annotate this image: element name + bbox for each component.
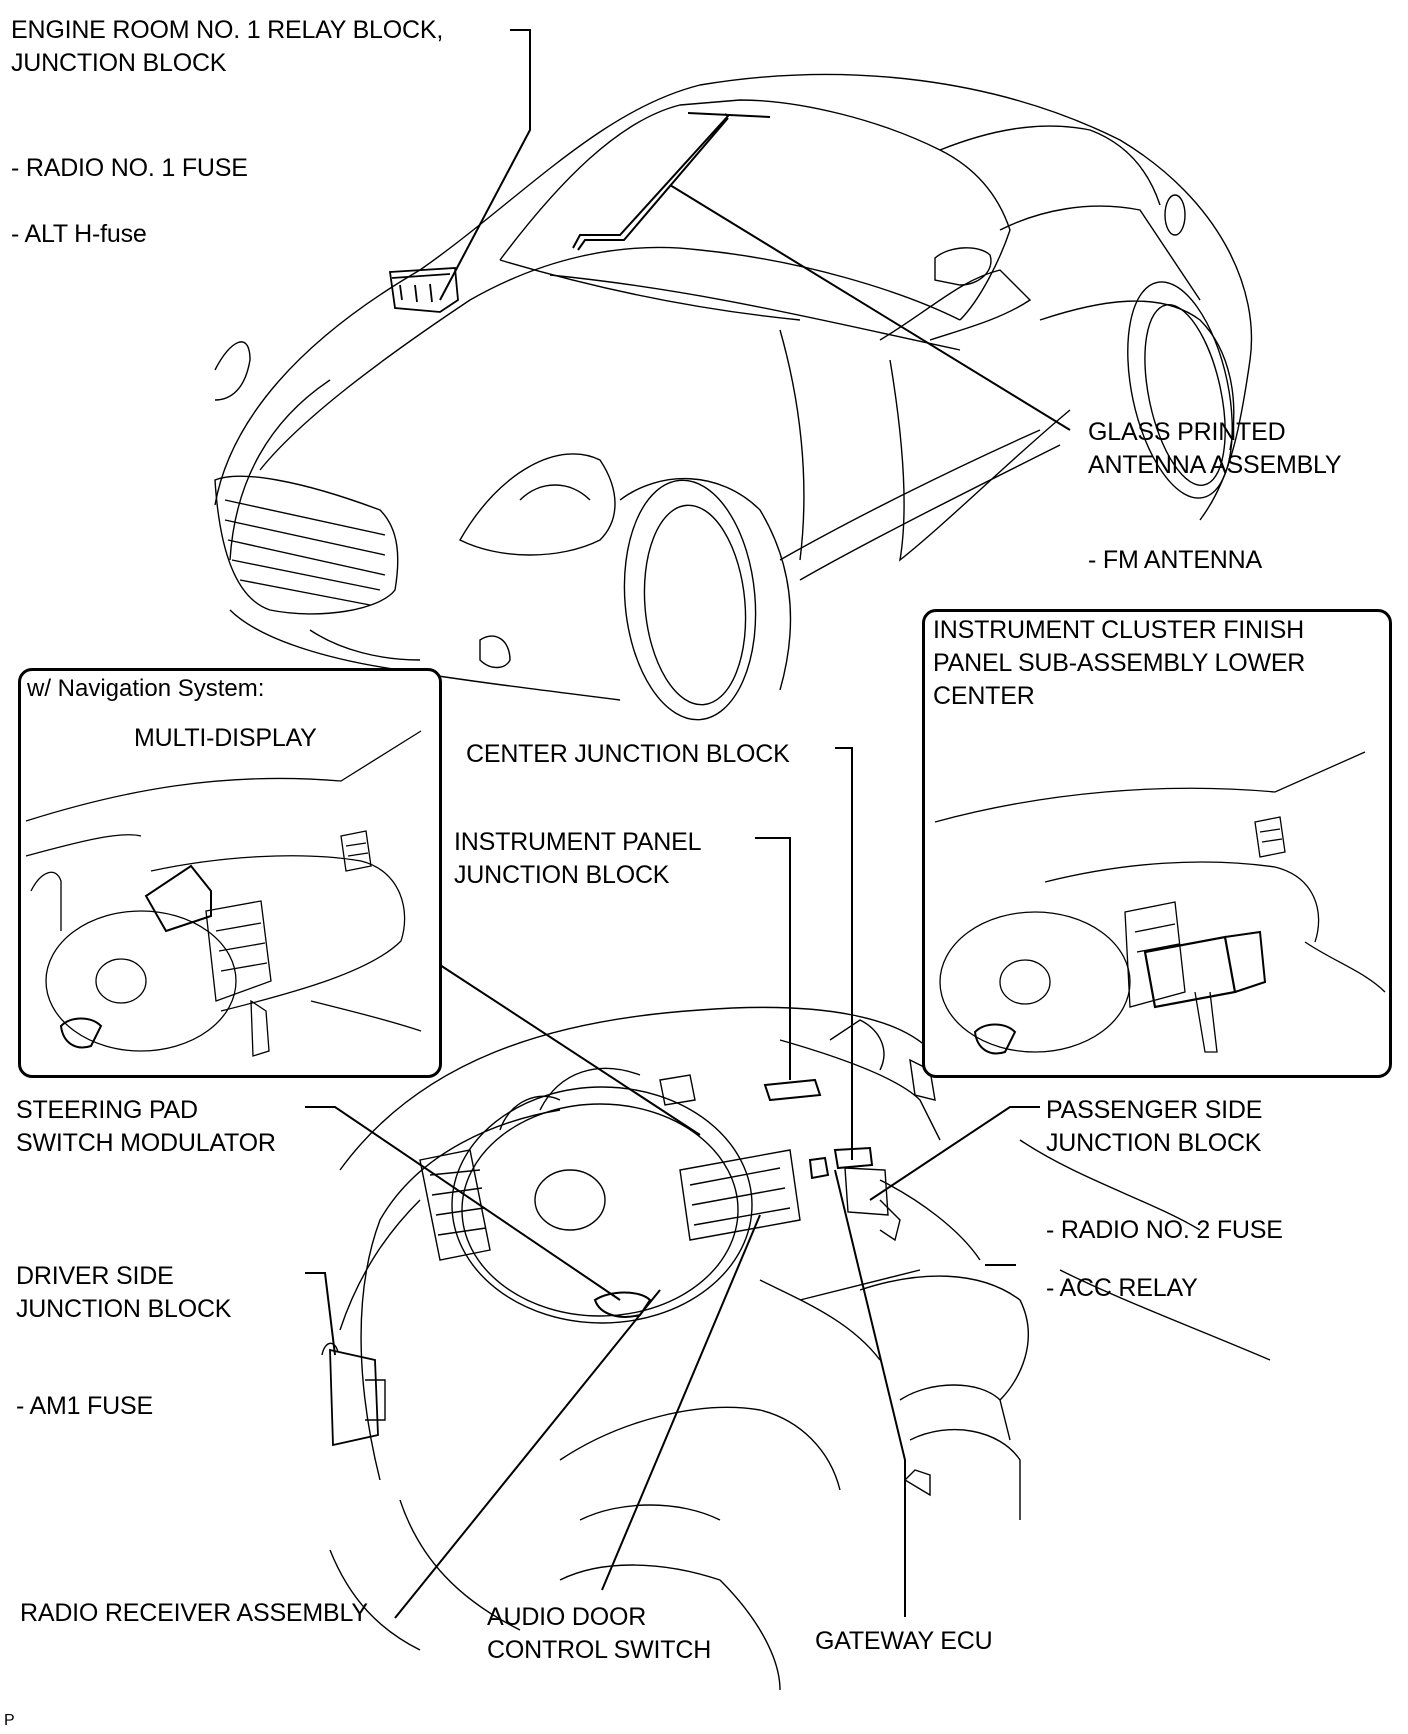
label-engine-room-relay-block: ENGINE ROOM NO. 1 RELAY BLOCK, JUNCTION … [11, 16, 444, 77]
label-gateway-ecu: GATEWAY ECU [815, 1627, 993, 1655]
label-multi-display: MULTI-DISPLAY [134, 724, 317, 752]
label-radio-receiver-assembly: RADIO RECEIVER ASSEMBLY [20, 1599, 368, 1627]
inset-nav-dashboard-drawing [25, 730, 422, 1057]
label-passenger-side-junction-block: PASSENGER SIDE JUNCTION BLOCK [1046, 1096, 1263, 1157]
label-audio-door-control-switch: AUDIO DOOR CONTROL SWITCH [487, 1603, 712, 1664]
inset-navigation-system: w/ Navigation System: MULTI-DISPLAY [18, 668, 442, 1078]
label-instrument-cluster-finish-panel: INSTRUMENT CLUSTER FINISH PANEL SUB-ASSE… [933, 616, 1306, 710]
label-fm-antenna: - FM ANTENNA [1088, 546, 1262, 574]
car-exterior-drawing [214, 73, 1253, 721]
inset-instrument-cluster-panel: INSTRUMENT CLUSTER FINISH PANEL SUB-ASSE… [922, 609, 1392, 1078]
inset-navigation-title: w/ Navigation System: [27, 675, 265, 702]
label-acc-relay: - ACC RELAY [1046, 1274, 1198, 1302]
illustration-code: P [4, 1712, 15, 1729]
label-instrument-panel-junction-block: INSTRUMENT PANEL JUNCTION BLOCK [454, 828, 702, 889]
label-steering-pad-switch-modulator: STEERING PAD SWITCH MODULATOR [16, 1096, 276, 1157]
label-center-junction-block: CENTER JUNCTION BLOCK [466, 740, 790, 768]
label-am1-fuse: - AM1 FUSE [16, 1392, 153, 1420]
label-glass-printed-antenna: GLASS PRINTED ANTENNA ASSEMBLY [1088, 418, 1342, 479]
antenna-trace [572, 112, 771, 251]
label-radio-no1-fuse: - RADIO NO. 1 FUSE [11, 154, 248, 182]
engine-relay-block-shape [388, 267, 459, 313]
label-alt-h-fuse: - ALT H-fuse [11, 220, 147, 248]
inset-cluster-dashboard-drawing [934, 751, 1386, 1055]
leader-lines [124, 29, 1373, 1619]
label-radio-no2-fuse: - RADIO NO. 2 FUSE [1046, 1216, 1283, 1244]
label-driver-side-junction-block: DRIVER SIDE JUNCTION BLOCK [16, 1262, 232, 1323]
